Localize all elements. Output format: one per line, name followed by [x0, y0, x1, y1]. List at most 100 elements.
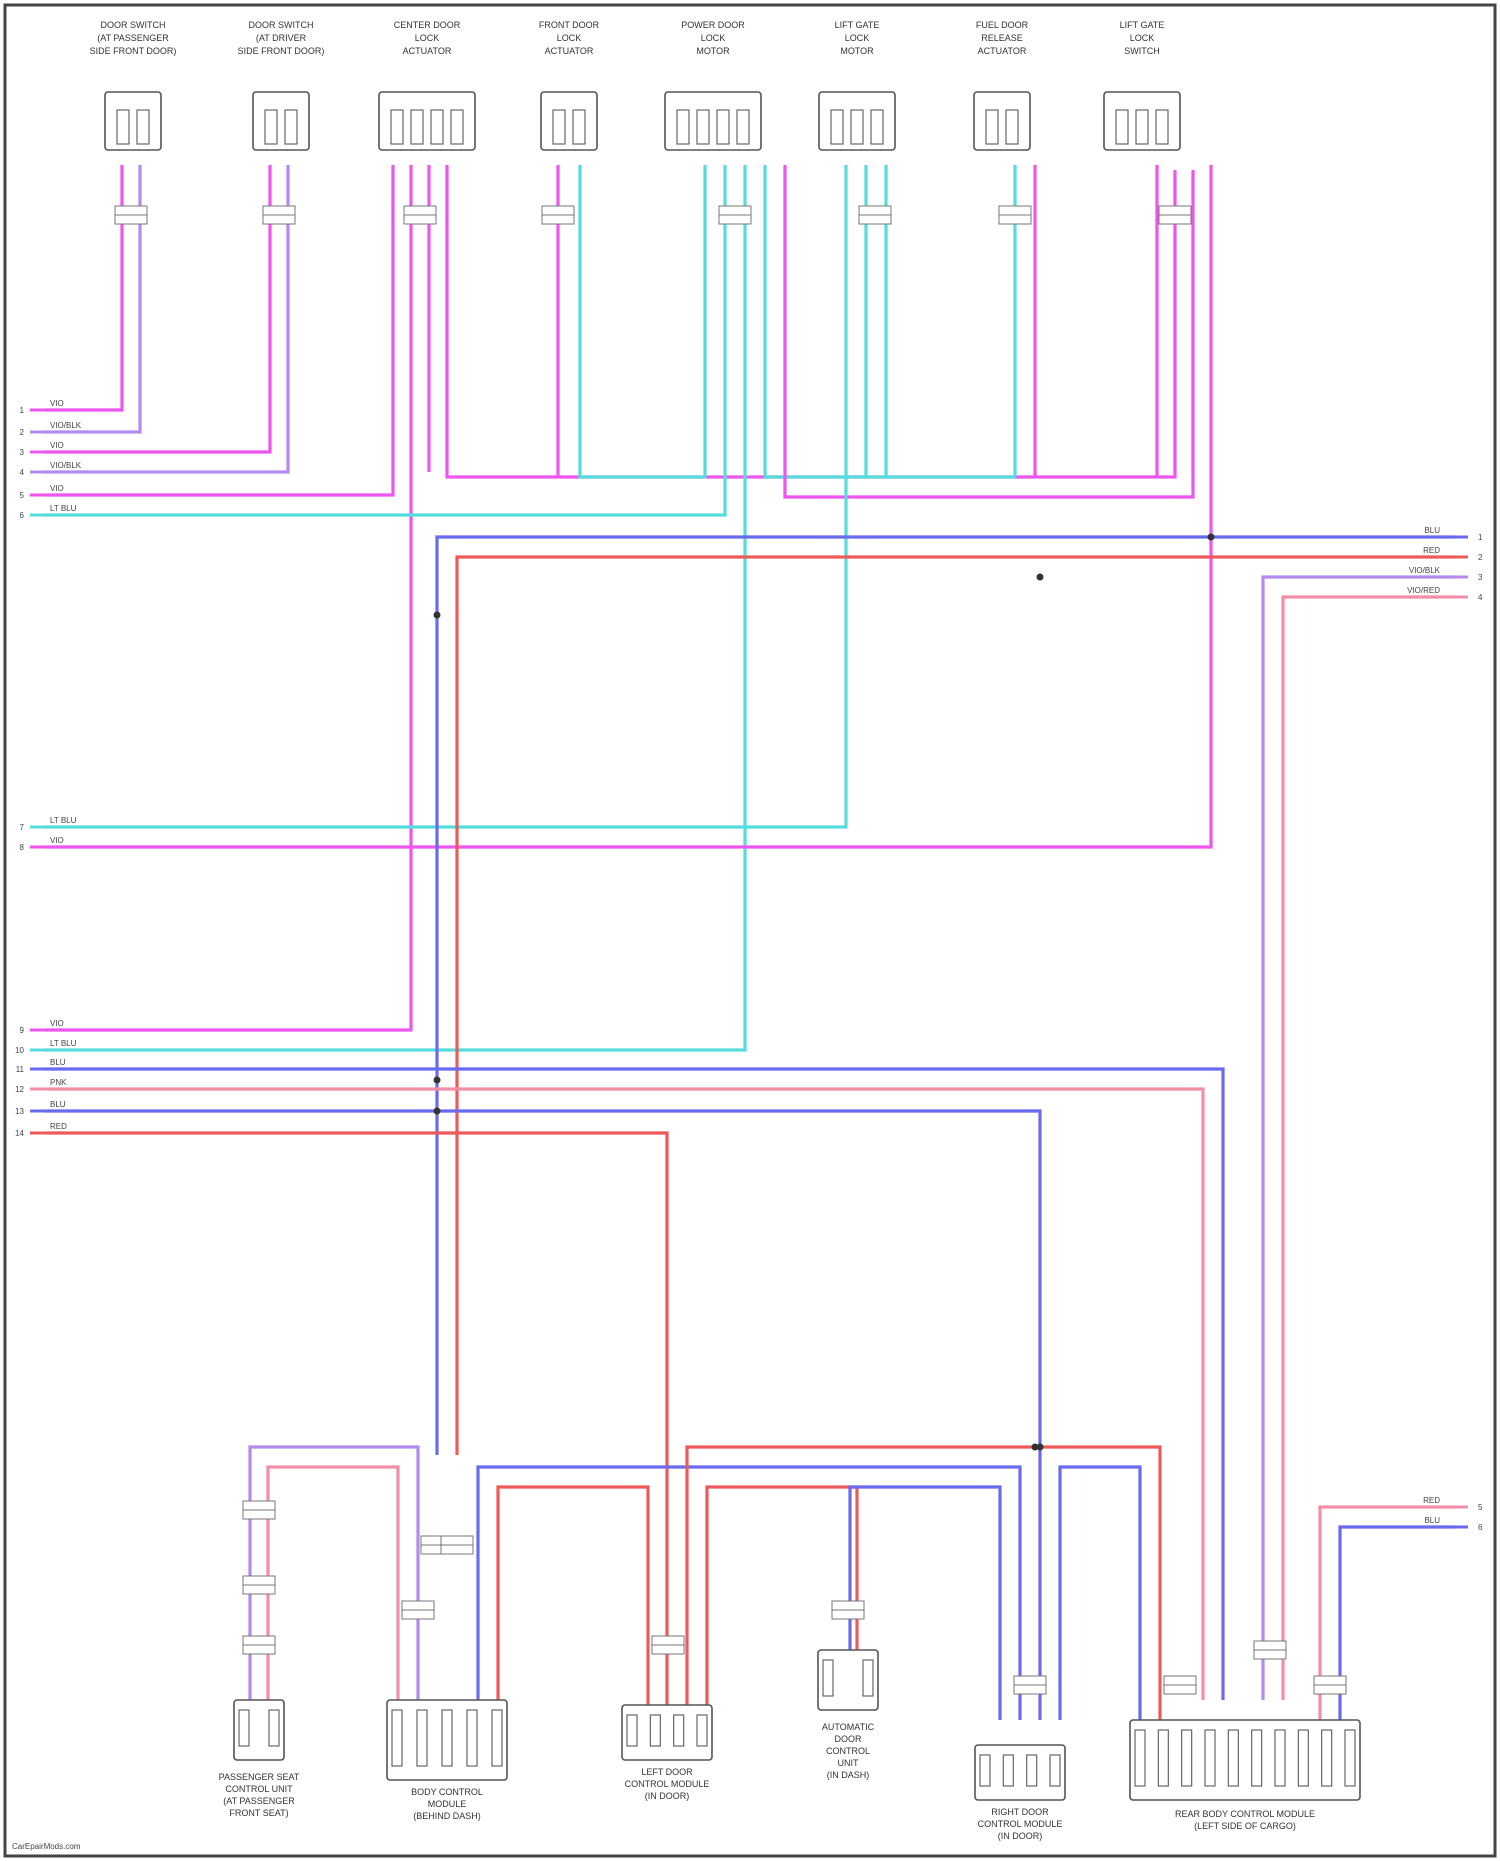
splice-point: [434, 612, 441, 619]
edge-pin-number: 11: [16, 1065, 25, 1074]
module-pin: [1135, 1730, 1145, 1786]
edge-pin-number: 5: [20, 491, 25, 500]
edge-pin-number: 2: [1478, 553, 1483, 562]
wire-vio-blk: [45, 165, 288, 472]
wire-color-label: PNK: [50, 1078, 67, 1087]
component-label: SIDE FRONT DOOR): [90, 46, 177, 56]
component-label: FRONT DOOR: [539, 20, 600, 30]
module-pin: [697, 1715, 707, 1746]
module-label: LEFT DOOR: [641, 1767, 693, 1777]
connector-pin: [265, 110, 277, 144]
wire-color-label: LT BLU: [50, 1039, 77, 1048]
module-label: CONTROL UNIT: [225, 1784, 293, 1794]
connector-pin: [137, 110, 149, 144]
edge-pin-number: 2: [20, 428, 25, 437]
component-label: POWER DOOR: [681, 20, 745, 30]
connector-pin: [1006, 110, 1018, 144]
component-label: LIFT GATE: [1120, 20, 1165, 30]
module-pin: [1205, 1730, 1215, 1786]
connector-pin: [871, 110, 883, 144]
wire-color-label: VIO: [50, 836, 64, 845]
connector-pin: [117, 110, 129, 144]
wire-color-label: RED: [1423, 1496, 1440, 1505]
connector-pin: [737, 110, 749, 144]
connector-pin: [553, 110, 565, 144]
wire-blu: [437, 537, 1455, 1455]
module-pin: [1345, 1730, 1355, 1786]
module-pin: [467, 1710, 477, 1766]
component-label: ACTUATOR: [978, 46, 1027, 56]
wire-red: [45, 1133, 667, 1720]
connector-pin: [831, 110, 843, 144]
wire-blu: [45, 1069, 1223, 1700]
component-label: DOOR SWITCH: [249, 20, 314, 30]
module-label: DOOR: [835, 1734, 863, 1744]
wire-color-label: LT BLU: [50, 816, 77, 825]
component-label: MOTOR: [696, 46, 730, 56]
component-label: LIFT GATE: [835, 20, 880, 30]
wire-blu: [1340, 1527, 1455, 1720]
component-b4: AUTOMATICDOORCONTROLUNIT(IN DASH): [818, 1650, 878, 1780]
module-pin: [1252, 1730, 1262, 1786]
splice-point: [1208, 534, 1215, 541]
component-b1: PASSENGER SEATCONTROL UNIT(AT PASSENGERF…: [219, 1700, 300, 1818]
component-label: SIDE FRONT DOOR): [238, 46, 325, 56]
component-label: CENTER DOOR: [394, 20, 461, 30]
module-label: (IN DASH): [827, 1770, 870, 1780]
wire-lt-blu: [45, 165, 745, 1050]
component-label: (AT DRIVER: [256, 33, 307, 43]
component-b6: REAR BODY CONTROL MODULE(LEFT SIDE OF CA…: [1130, 1720, 1360, 1831]
connector-pin: [573, 110, 585, 144]
component-label: LOCK: [415, 33, 440, 43]
module-pin: [823, 1660, 833, 1696]
module-label: CONTROL MODULE: [625, 1779, 710, 1789]
wire-color-label: VIO/RED: [1407, 586, 1440, 595]
wire-color-label: VIO: [50, 441, 64, 450]
module-label: (BEHIND DASH): [413, 1811, 481, 1821]
component-label: LOCK: [557, 33, 582, 43]
component-label: LOCK: [1130, 33, 1155, 43]
connector-housing: [974, 92, 1030, 150]
edge-pin-number: 6: [20, 511, 25, 520]
edge-pin-number: 3: [1478, 573, 1483, 582]
component-label: DOOR SWITCH: [101, 20, 166, 30]
connector-pin: [697, 110, 709, 144]
connector-housing: [253, 92, 309, 150]
module-pin: [650, 1715, 660, 1746]
module-pin: [442, 1710, 452, 1766]
edge-pin-number: 1: [20, 406, 25, 415]
component-c8: LIFT GATE LOCK SWITCH: [1104, 20, 1180, 150]
module-pin: [627, 1715, 637, 1746]
edge-pin-number: 3: [20, 448, 25, 457]
edge-pin-number: 13: [15, 1107, 24, 1116]
wire-color-label: VIO/BLK: [1409, 566, 1441, 575]
wire-vio-red: [1283, 597, 1455, 1700]
module-pin: [1275, 1730, 1285, 1786]
wire-pnk: [45, 1089, 1203, 1700]
connector-pin: [677, 110, 689, 144]
edge-pin-number: 10: [15, 1046, 24, 1055]
connector-pin: [451, 110, 463, 144]
connector-pin: [431, 110, 443, 144]
edge-pin-number: 6: [1478, 1523, 1483, 1532]
wire-vio: [45, 165, 122, 410]
component-label: SWITCH: [1124, 46, 1160, 56]
component-label: LOCK: [845, 33, 870, 43]
component-label: ACTUATOR: [545, 46, 594, 56]
wire-red: [457, 557, 1455, 1455]
connector-pin: [851, 110, 863, 144]
wire-blu: [45, 1111, 1040, 1720]
module-pin: [417, 1710, 427, 1766]
edge-pin-number: 12: [15, 1085, 24, 1094]
component-label: RELEASE: [981, 33, 1023, 43]
module-label: RIGHT DOOR: [991, 1807, 1049, 1817]
wire-color-label: BLU: [1424, 1516, 1440, 1525]
diagram-frame: [5, 5, 1495, 1856]
splice-point: [434, 1077, 441, 1084]
module-pin: [1158, 1730, 1168, 1786]
module-pin: [1003, 1755, 1013, 1786]
component-c2: DOOR SWITCH (AT DRIVER SIDE FRONT DOOR): [238, 20, 325, 150]
